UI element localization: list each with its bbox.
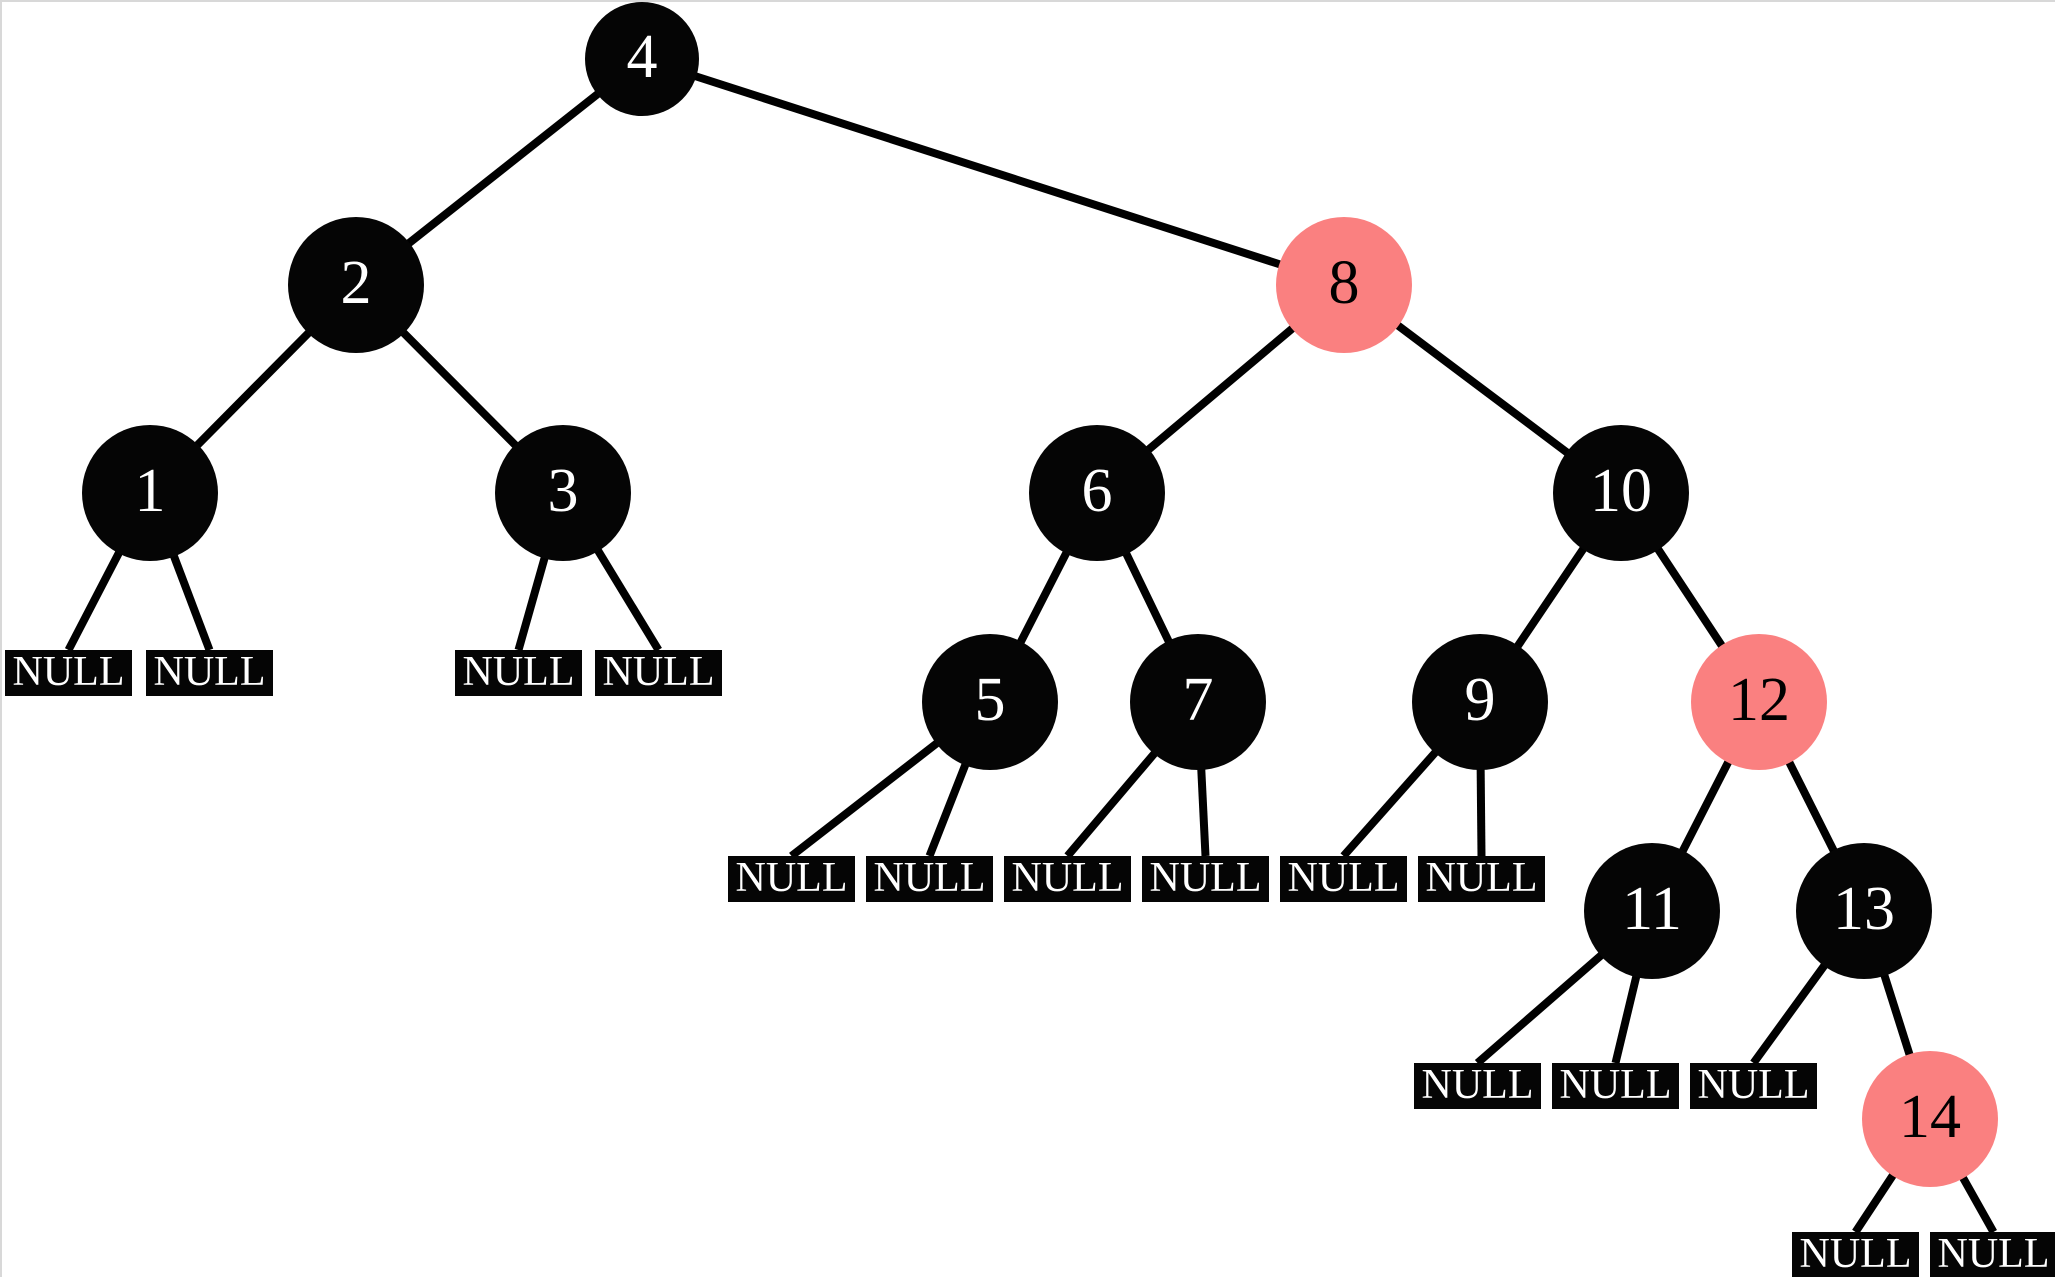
null-leaf-box: NULL [1418, 856, 1545, 902]
tree-edge [1064, 746, 1161, 859]
tree-node-label: 14 [1899, 1083, 1961, 1151]
tree-node-label: 5 [974, 666, 1006, 734]
tree-edge [396, 326, 523, 452]
tree-edge [514, 551, 550, 652]
tree-node-13[interactable]: 13 [1796, 843, 1932, 979]
tree-edge [1651, 542, 1729, 653]
tree-node-12[interactable]: 12 [1691, 634, 1827, 770]
tree-node-label: 9 [1464, 666, 1496, 734]
tree-edge [1120, 547, 1175, 648]
tree-edge [1750, 958, 1831, 1066]
null-leaf-label: NULL [462, 649, 575, 695]
null-leaf-label: NULL [1937, 1231, 2050, 1277]
tree-node-label: 6 [1081, 457, 1113, 525]
tree-edge [925, 758, 972, 858]
null-leaf-label: NULL [1421, 1062, 1534, 1108]
tree-edge [789, 736, 944, 860]
null-leaf-label: NULL [1287, 855, 1400, 901]
tree-edge [1014, 546, 1073, 649]
null-leaf-box: NULL [1280, 856, 1407, 902]
null-leaf-label: NULL [602, 649, 715, 695]
null-leaf-box: NULL [5, 650, 132, 696]
null-leaf-label: NULL [1559, 1062, 1672, 1108]
null-leaf-label: NULL [735, 855, 848, 901]
tree-edge [1391, 319, 1574, 459]
null-leaf-box: NULL [1142, 856, 1269, 902]
null-leaf-box: NULL [1690, 1063, 1817, 1109]
tree-node-label: 1 [134, 457, 166, 525]
tree-node-label: 8 [1328, 249, 1360, 317]
null-leaf-box: NULL [1414, 1063, 1541, 1109]
tree-edge [1141, 321, 1300, 457]
tree-edge [1340, 745, 1442, 859]
tree-node-5[interactable]: 5 [922, 634, 1058, 770]
tree-node-label: 3 [547, 457, 579, 525]
tree-edge [402, 87, 605, 250]
tree-node-label: 2 [340, 249, 372, 317]
tree-edge [190, 326, 316, 452]
tree-edge [168, 549, 214, 652]
null-leaf-box: NULL [866, 856, 993, 902]
tree-edge [1783, 755, 1840, 858]
null-leaf-box: NULL [1552, 1063, 1679, 1109]
null-leaf-label: NULL [1011, 855, 1124, 901]
tree-edge [64, 546, 125, 652]
tree-node-label: 7 [1182, 666, 1214, 734]
tree-edge [1611, 970, 1642, 1064]
tree-node-6[interactable]: 6 [1029, 425, 1165, 561]
tree-node-label: 10 [1590, 457, 1652, 525]
tree-edge [1197, 763, 1210, 857]
tree-edge [1956, 1171, 1997, 1234]
tree-node-14[interactable]: 14 [1862, 1051, 1998, 1187]
tree-node-label: 4 [626, 23, 658, 91]
tree-node-10[interactable]: 10 [1553, 425, 1689, 561]
tree-edge [689, 70, 1287, 270]
tree-edge [1511, 542, 1590, 653]
tree-node-1[interactable]: 1 [82, 425, 218, 561]
null-leaf-box: NULL [595, 650, 722, 696]
null-leaf-label: NULL [1425, 855, 1538, 901]
null-leaf-label: NULL [873, 855, 986, 901]
tree-edge [1852, 1168, 1900, 1235]
tree-edge [1676, 755, 1735, 858]
null-leaf-label: NULL [1149, 855, 1262, 901]
tree-node-label: 13 [1833, 875, 1895, 943]
tree-node-2[interactable]: 2 [288, 217, 424, 353]
null-leaf-box: NULL [728, 856, 855, 902]
tree-node-7[interactable]: 7 [1130, 634, 1266, 770]
null-leaf-box: NULL [1004, 856, 1131, 902]
tree-node-label: 11 [1622, 875, 1682, 943]
tree-node-9[interactable]: 9 [1412, 634, 1548, 770]
tree-node-11[interactable]: 11 [1584, 843, 1720, 979]
tree-node-label: 12 [1728, 666, 1790, 734]
null-leaf-label: NULL [153, 649, 266, 695]
null-leaf-label: NULL [1697, 1062, 1810, 1108]
tree-edge [591, 543, 662, 653]
tree-edge [1878, 968, 1916, 1062]
tree-edge [1474, 948, 1608, 1067]
tree-node-8[interactable]: 8 [1276, 217, 1412, 353]
null-leaf-box: NULL [1792, 1232, 1919, 1277]
tree-node-4[interactable]: 4 [585, 2, 699, 116]
null-leaf-box: NULL [146, 650, 273, 696]
null-leaf-label: NULL [12, 649, 125, 695]
tree-edge [1476, 763, 1486, 857]
tree-node-3[interactable]: 3 [495, 425, 631, 561]
null-leaf-box: NULL [455, 650, 582, 696]
null-leaf-box: NULL [1930, 1232, 2055, 1277]
null-leaf-label: NULL [1799, 1231, 1912, 1277]
